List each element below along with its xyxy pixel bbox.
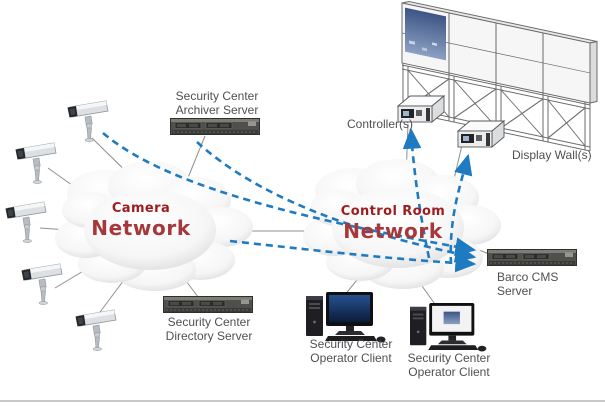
operator-workstation-2: [410, 303, 487, 352]
truss-base: [402, 63, 591, 152]
display-wall-icon: [401, 0, 598, 152]
label-controllers: Controller(s): [346, 117, 413, 131]
label-operator-client-1: Security Center Operator Client: [309, 337, 393, 366]
flow-network-to-cms: [229, 239, 477, 273]
workstation-1-screen: [329, 295, 370, 322]
security-camera-1: [67, 100, 109, 143]
camera-network-line1: Camera: [111, 201, 171, 216]
label-display-wall: Display Wall(s): [512, 148, 592, 162]
control-room-line1: Control Room: [340, 204, 446, 219]
label-archiver-server: Security Center Archiver Server: [175, 89, 259, 118]
label-directory-server: Security Center Directory Server: [165, 315, 253, 344]
control-room-line2: Network: [343, 219, 443, 243]
cctv-feed-image: [405, 7, 446, 61]
controller-2-icon: [457, 120, 505, 148]
barco-cms-server-icon: [486, 248, 578, 267]
camera-network-line2: Network: [91, 216, 191, 240]
camera-network-title: Camera Network: [91, 201, 190, 240]
directory-server-icon: [162, 295, 254, 314]
label-operator-client-2: Security Center Operator Client: [407, 351, 491, 380]
bottom-divider: [0, 400, 605, 402]
label-barco-cms: Barco CMS Server: [497, 270, 559, 299]
archiver-server-icon: [169, 117, 261, 136]
security-camera-4: [21, 263, 63, 306]
flow-camera-to-cms: [102, 132, 477, 256]
security-camera-2: [15, 142, 57, 185]
flow-to-controller-2: [449, 153, 473, 265]
security-camera-5: [75, 309, 117, 352]
control-room-network-title: Control Room Network: [341, 204, 445, 243]
security-camera-3: [5, 201, 47, 244]
flow-archiver-to-cms: [196, 141, 477, 263]
data-flow-arrows: [102, 127, 477, 273]
flow-to-controller-1: [402, 127, 431, 259]
operator-workstation-1: [306, 292, 386, 343]
